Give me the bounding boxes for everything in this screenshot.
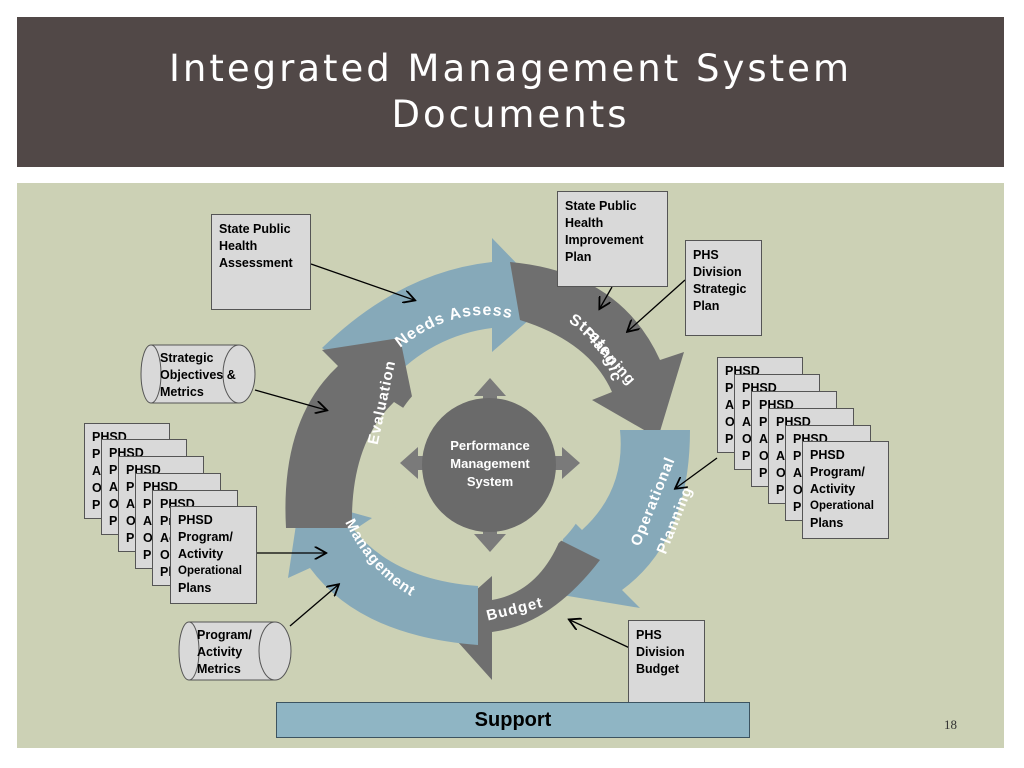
ring-budget xyxy=(440,540,600,680)
slide-title: Integrated Management System Documents xyxy=(169,47,852,136)
cylinder-program-activity-metrics xyxy=(178,621,292,681)
doc-state-health-assessment: State Public Health Assessment xyxy=(211,214,311,310)
center-label: Performance Management System xyxy=(450,438,530,489)
four-way-arrows xyxy=(400,378,580,552)
doc-label: State Public Health Assessment xyxy=(219,222,293,270)
connector-arrows xyxy=(254,263,718,651)
center-circle xyxy=(422,398,556,532)
support-label: Support xyxy=(474,708,552,731)
program-activity-metrics-label: Program/ Activity Metrics xyxy=(197,628,252,676)
page-number: 18 xyxy=(944,717,957,732)
phsd-plan-right-front: PHSD Program/ Activity Operational Plans xyxy=(802,441,889,539)
doc-phs-division-budget: PHS Division Budget xyxy=(628,620,705,716)
doc-label: PHS Division Strategic Plan xyxy=(693,248,747,313)
support-bar: Support xyxy=(276,702,750,738)
doc-phs-division-strategic-plan: PHS Division Strategic Plan xyxy=(685,240,762,336)
phsd-plan-left-front: PHSD Program/ Activity Operational Plans xyxy=(170,506,257,604)
title-bar: Integrated Management System Documents xyxy=(17,17,1004,167)
ring-management xyxy=(288,498,478,645)
strategic-objectives-metrics-label: Strategic Objectives & Metrics xyxy=(160,351,236,399)
cylinder-strategic-objectives xyxy=(140,344,256,404)
ring-strategic-planning xyxy=(510,262,684,438)
ring-evaluation xyxy=(285,338,416,528)
doc-state-health-improvement-plan: State Public Health Improvement Plan xyxy=(557,191,668,287)
doc-label: State Public Health Improvement Plan xyxy=(565,199,644,264)
doc-label: PHS Division Budget xyxy=(636,628,685,676)
